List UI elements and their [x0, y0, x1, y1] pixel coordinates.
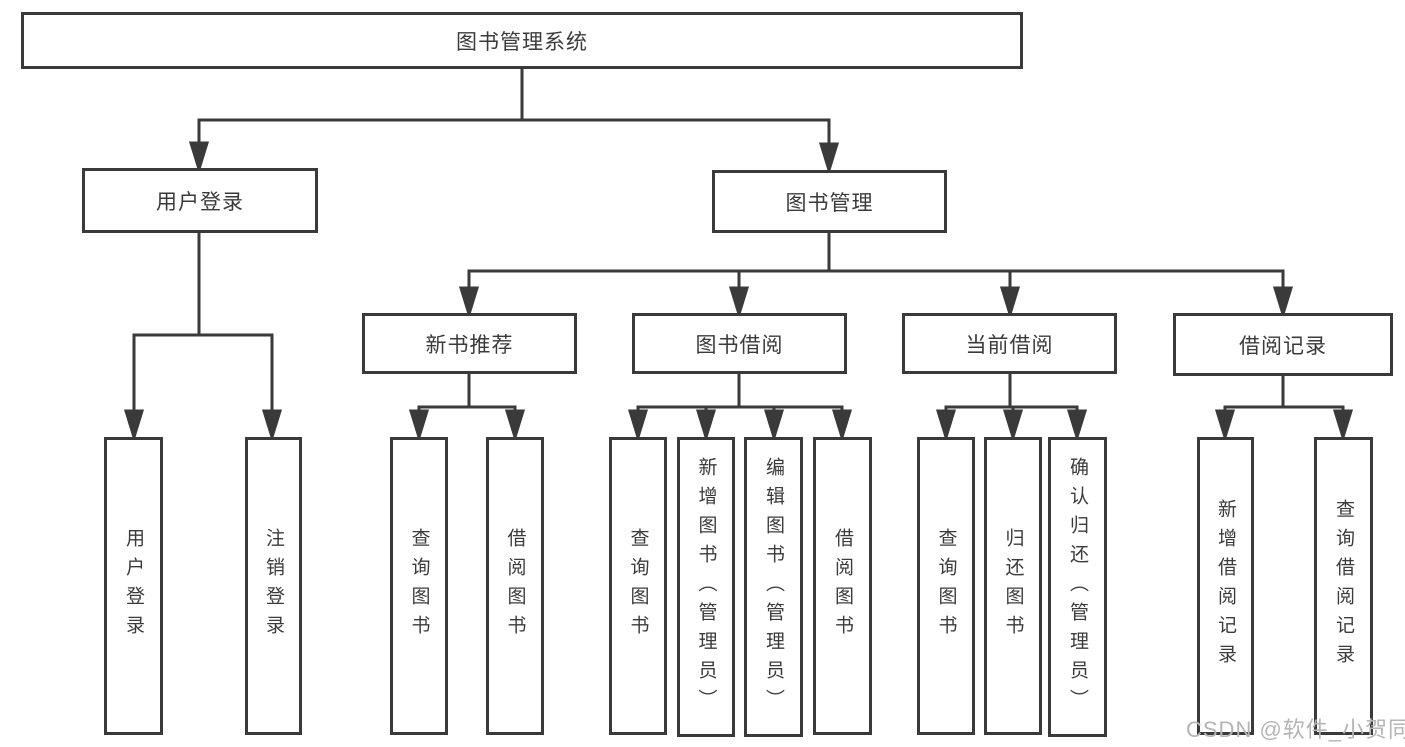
- node-user-login: 用户登录: [82, 168, 318, 233]
- leaf-br-query-record-label: 查询借阅记录: [1333, 499, 1354, 673]
- leaf-cb-confirm-return-admin-label: 确认归还（管理员）: [1067, 456, 1088, 718]
- leaf-cb-confirm-return-admin: 确认归还（管理员）: [1048, 437, 1107, 737]
- node-library-management-system: 图书管理系统: [21, 12, 1023, 69]
- leaf-logout-label: 注销登录: [263, 528, 284, 644]
- leaf-bb-edit-books-admin-label: 编辑图书（管理员）: [763, 456, 784, 718]
- leaf-rec-query-books-label: 查询图书: [408, 528, 430, 644]
- node-current-borrowing: 当前借阅: [902, 313, 1117, 374]
- csdn-watermark: CSDN @软件_小贺同学: [1186, 717, 1405, 742]
- leaf-logout: 注销登录: [245, 437, 302, 735]
- leaf-bb-edit-books-admin: 编辑图书（管理员）: [744, 437, 803, 737]
- leaf-bb-borrow-books: 借阅图书: [813, 437, 872, 735]
- leaf-bb-borrow-books-label: 借阅图书: [832, 528, 853, 644]
- leaf-rec-query-books: 查询图书: [390, 437, 448, 735]
- leaf-br-query-record: 查询借阅记录: [1314, 437, 1373, 735]
- node-book-borrowing: 图书借阅: [632, 313, 847, 374]
- leaf-bb-query-books: 查询图书: [609, 437, 667, 735]
- leaf-user-login: 用户登录: [104, 437, 163, 735]
- leaf-cb-return-books: 归还图书: [984, 437, 1042, 735]
- leaf-user-login-label: 用户登录: [123, 528, 144, 644]
- node-borrowing-records: 借阅记录: [1173, 313, 1393, 376]
- node-book-management: 图书管理: [712, 170, 947, 233]
- leaf-br-add-record-label: 新增借阅记录: [1215, 499, 1236, 673]
- leaf-cb-return-books-label: 归还图书: [1002, 528, 1024, 644]
- leaf-cb-query-books-label: 查询图书: [935, 528, 957, 644]
- leaf-cb-query-books: 查询图书: [917, 437, 975, 735]
- leaf-br-add-record: 新增借阅记录: [1197, 437, 1254, 735]
- leaf-bb-query-books-label: 查询图书: [627, 528, 649, 644]
- leaf-bb-add-books-admin-label: 新增图书（管理员）: [695, 456, 717, 718]
- node-new-book-recommendation: 新书推荐: [362, 313, 577, 374]
- leaf-bb-add-books-admin: 新增图书（管理员）: [677, 437, 735, 737]
- leaf-rec-borrow-books-label: 借阅图书: [504, 528, 526, 644]
- leaf-rec-borrow-books: 借阅图书: [486, 437, 544, 735]
